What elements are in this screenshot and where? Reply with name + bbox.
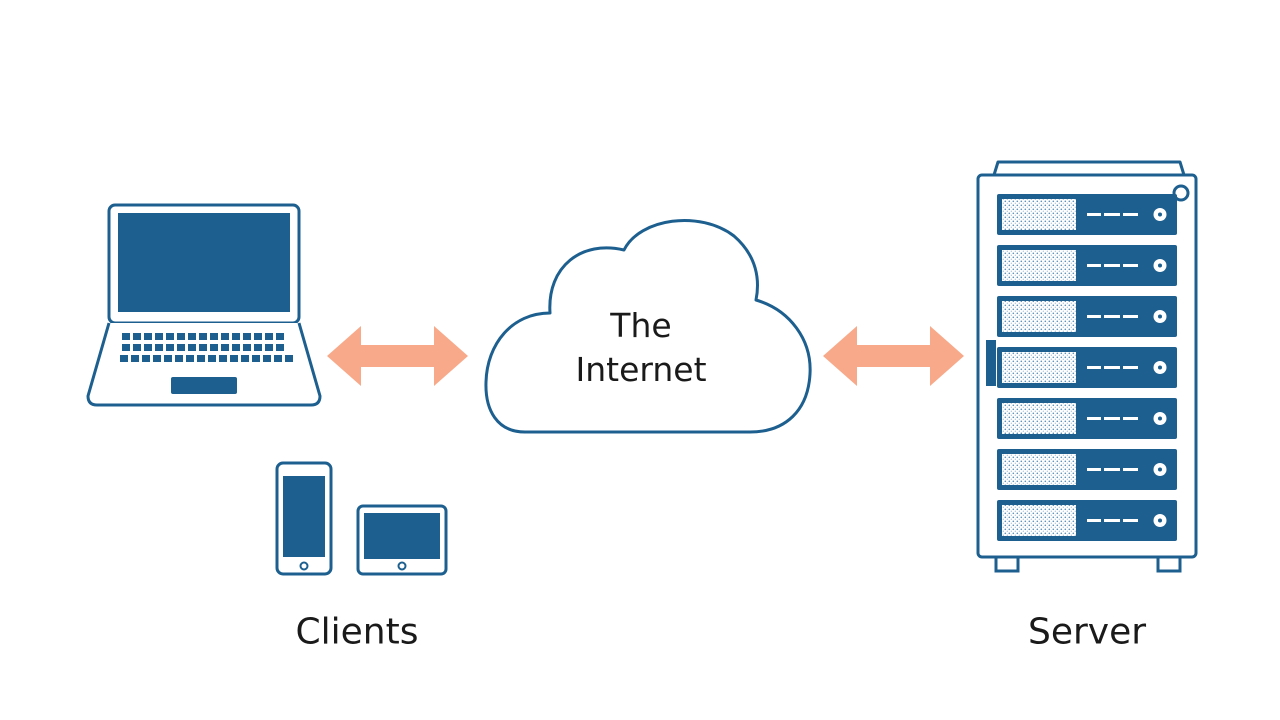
server-slot bbox=[997, 500, 1177, 541]
internet-label-line1: The bbox=[610, 306, 672, 345]
server-rack-icon bbox=[976, 160, 1198, 573]
clients-label: Clients bbox=[295, 611, 419, 653]
cloud-icon bbox=[484, 218, 812, 434]
smartphone-icon bbox=[275, 461, 333, 576]
tablet-icon bbox=[356, 504, 448, 576]
server-slot bbox=[997, 398, 1177, 439]
server-label: Server bbox=[1027, 611, 1147, 653]
double-arrow-icon bbox=[823, 326, 964, 386]
server-slot bbox=[997, 245, 1177, 286]
server-slot bbox=[997, 296, 1177, 337]
server-slot bbox=[997, 347, 1177, 388]
internet-label-line2: Internet bbox=[575, 350, 707, 389]
laptop-icon bbox=[86, 203, 322, 407]
server-slot bbox=[997, 449, 1177, 490]
internet-label: The Internet bbox=[575, 304, 706, 392]
double-arrow-icon bbox=[327, 326, 468, 386]
server-slot bbox=[997, 194, 1177, 235]
